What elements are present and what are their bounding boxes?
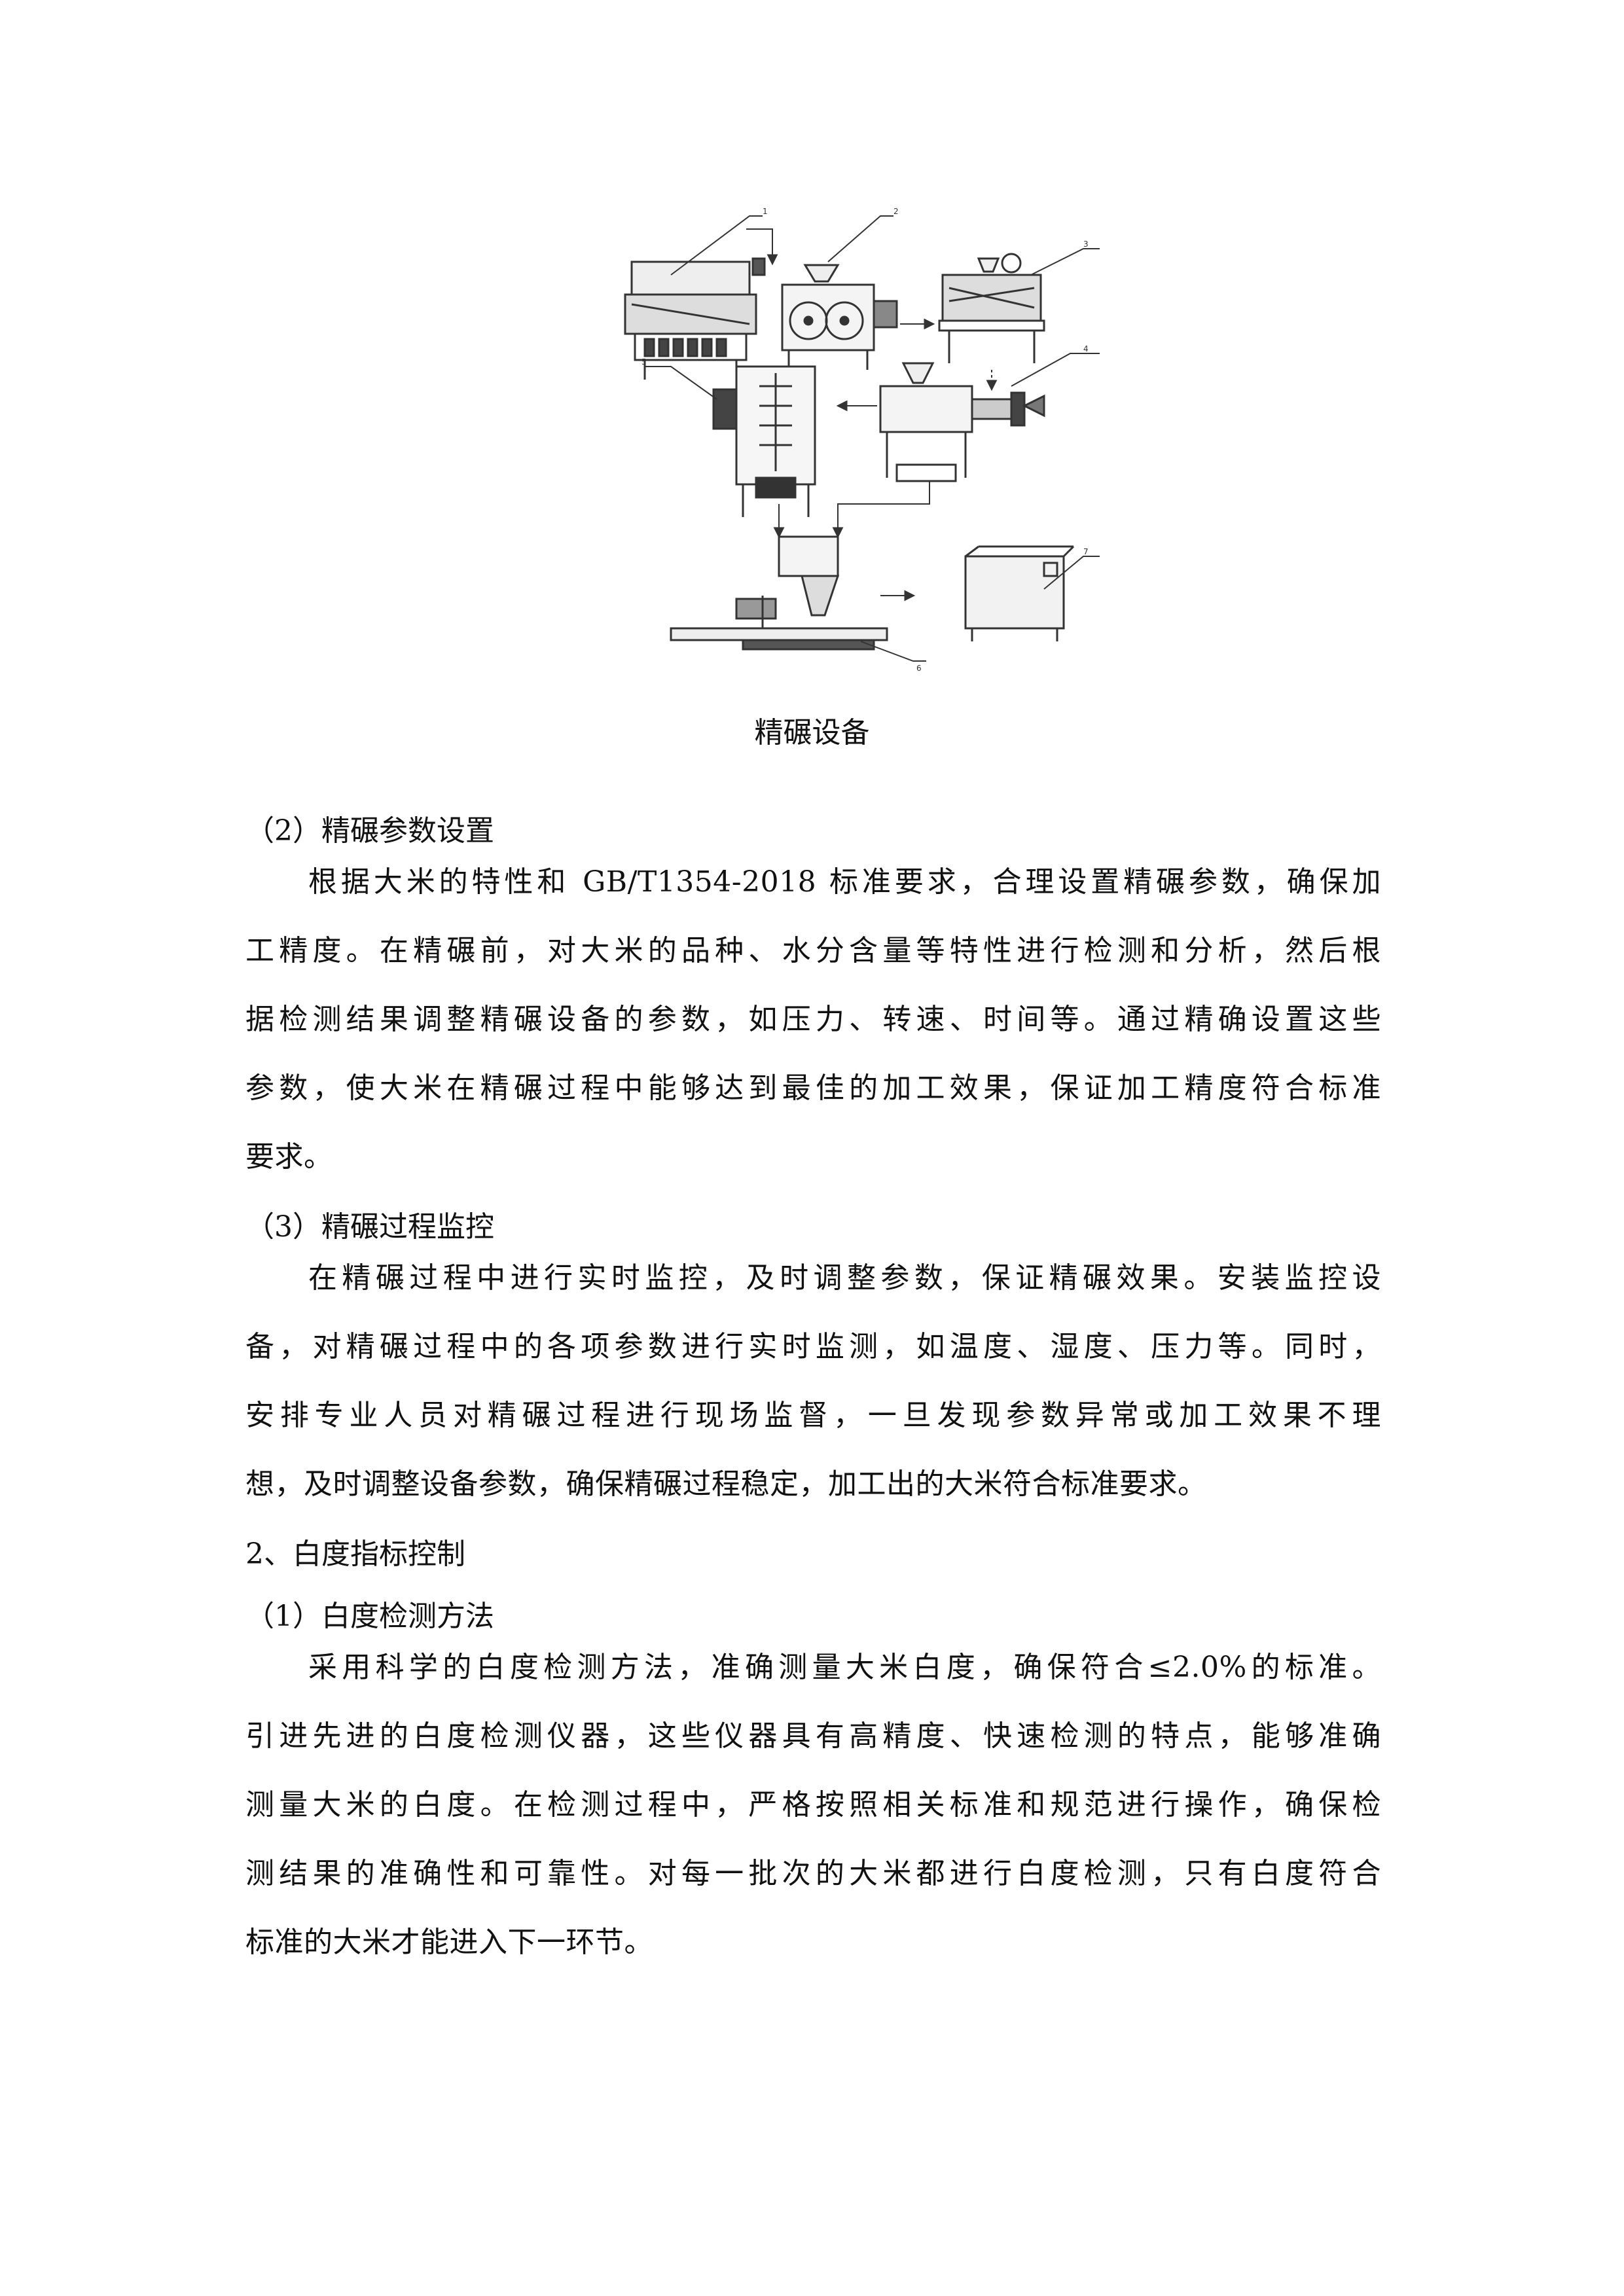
paragraph-line: 参数，使大米在精碾过程中能够达到最佳的加工效果，保证加工精度符合标准 [245, 1071, 1381, 1105]
paragraph-line: 标准的大米才能进入下一环节。 [245, 1926, 653, 1959]
paragraph-line: 引进先进的白度检测仪器，这些仪器具有高精度、快速检测的特点，能够准确 [245, 1719, 1381, 1753]
paragraph-line: 想，及时调整设备参数，确保精碾过程稳定，加工出的大米符合标准要求。 [245, 1467, 1207, 1501]
figure-caption: 精碾设备 [754, 716, 870, 749]
callout-7: 7 [1083, 547, 1089, 556]
section-heading-whiteness: 2、白度指标控制 [245, 1537, 465, 1571]
paragraph-line: 测量大米的白度。在检测过程中，严格按照相关标准和规范进行操作，确保检 [245, 1788, 1381, 1821]
machine-6-packer [670, 535, 888, 651]
machine-2-roller-mill [781, 264, 898, 370]
callout-3: 3 [1083, 240, 1089, 249]
callout-5: 5 [641, 357, 647, 367]
callout-2: 2 [893, 207, 899, 216]
paragraph-line: 据检测结果调整精碾设备的参数，如压力、转速、时间等。通过精确设置这些 [245, 1003, 1381, 1036]
callout-1: 1 [763, 207, 768, 216]
machine-5-mixer [712, 365, 816, 517]
equipment-line-drawing: 1 2 3 4 5 6 7 [624, 207, 1100, 673]
paragraph-line: 工精度。在精碾前，对大米的品种、水分含量等特性进行检测和分析，然后根 [245, 934, 1381, 967]
machine-3-polisher [938, 253, 1045, 363]
paragraph-line: 安排专业人员对精碾过程进行现场监督，一旦发现参数异常或加工效果不理 [245, 1399, 1381, 1432]
section-body-precision-params: 根据大米的特性和 GB/T1354-2018 标准要求，合理设置精碾参数，确保加… [245, 848, 1381, 1191]
paragraph-line: 备，对精碾过程中的各项参数进行实时监测，如温度、湿度、压力等。同时， [245, 1330, 1381, 1363]
paragraph-line: 要求。 [245, 1140, 333, 1174]
paragraph-line: 采用科学的白度检测方法，准确测量大米白度，确保符合≤2.0%的标准。 [308, 1651, 1381, 1684]
equipment-diagram: 1 2 3 4 5 6 7 [586, 190, 1100, 720]
machine-1-cleaner [624, 257, 766, 380]
section-body-process-monitoring: 在精碾过程中进行实时监控，及时调整参数，保证精碾效果。安装监控设 备，对精碾过程… [245, 1244, 1381, 1518]
paragraph-line: 测结果的准确性和可靠性。对每一批次的大米都进行白度检测，只有白度符合 [245, 1857, 1381, 1890]
paragraph-line: 根据大米的特性和 GB/T1354-2018 标准要求，合理设置精碾参数，确保加 [308, 865, 1381, 899]
section-body-whiteness-method: 采用科学的白度检测方法，准确测量大米白度，确保符合≤2.0%的标准。 引进先进的… [245, 1633, 1381, 1977]
machine-4-extruder [879, 362, 1045, 482]
section-heading-process-monitoring: （3）精碾过程监控 [245, 1210, 494, 1244]
section-heading-precision-params: （2）精碾参数设置 [245, 814, 494, 848]
callout-4: 4 [1083, 344, 1089, 353]
section-heading-whiteness-method: （1）白度检测方法 [245, 1600, 494, 1633]
machine-7-storage [964, 545, 1075, 641]
callout-6: 6 [916, 664, 922, 673]
paragraph-line: 在精碾过程中进行实时监控，及时调整参数，保证精碾效果。安装监控设 [308, 1261, 1381, 1295]
